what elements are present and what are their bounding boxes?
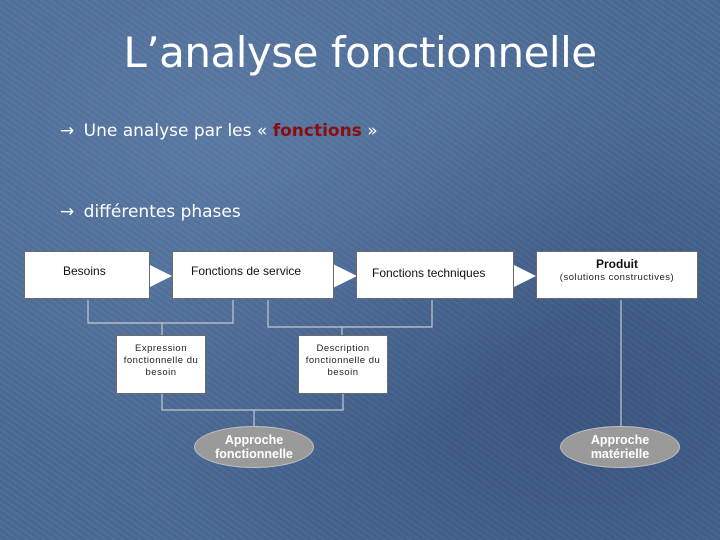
approche-m-line-1: Approche (590, 433, 650, 447)
bullet-1-suffix: » (361, 121, 378, 141)
description-line-3: besoin (327, 367, 359, 378)
expression-line-1: Expression (135, 343, 187, 354)
description-line-1: Description (316, 343, 370, 354)
bullet-1-prefix: Une analyse par les « (83, 121, 273, 141)
box-description-besoin: Description fonctionnelle du besoin (298, 335, 388, 394)
ellipse-approche-fonctionnelle: Approche fonctionnelle (194, 426, 314, 468)
box-fonctions-techniques: Fonctions techniques (356, 251, 514, 299)
box-produit: Produit (solutions constructives) (536, 251, 698, 299)
fonctions-service-label: Fonctions de service (191, 264, 302, 278)
expression-text: Expression fonctionnelle du besoin (117, 336, 205, 379)
box-expression-besoin: Expression fonctionnelle du besoin (116, 335, 206, 394)
description-text: Description fonctionnelle du besoin (299, 336, 387, 379)
expression-line-3: besoin (145, 367, 177, 378)
produit-sub-label: (solutions constructives) (559, 272, 675, 283)
expression-line-2: fonctionnelle du (123, 355, 199, 366)
fonctions-techniques-label: Fonctions techniques (372, 266, 486, 280)
arrow-right-icon: → (60, 202, 75, 222)
box-fonctions-service: Fonctions de service (172, 251, 334, 299)
ellipse-approche-materielle: Approche matérielle (560, 426, 680, 468)
approche-f-line-2: fonctionnelle (215, 447, 293, 461)
box-besoins: Besoins (24, 251, 150, 299)
produit-label: Produit (596, 257, 638, 271)
bullet-2-text: différentes phases (83, 202, 241, 222)
approche-f-line-1: Approche (224, 433, 284, 447)
bullet-fonctions: → Une analyse par les « fonctions » (60, 121, 378, 141)
arrow-right-icon: → (60, 121, 75, 141)
besoins-label: Besoins (63, 264, 106, 278)
approche-m-line-2: matérielle (590, 447, 650, 461)
description-line-2: fonctionnelle du (305, 355, 381, 366)
slide-title: L’analyse fonctionnelle (123, 28, 597, 77)
bullet-1-highlight: fonctions (272, 121, 362, 141)
bullet-phases: → différentes phases (60, 202, 241, 222)
